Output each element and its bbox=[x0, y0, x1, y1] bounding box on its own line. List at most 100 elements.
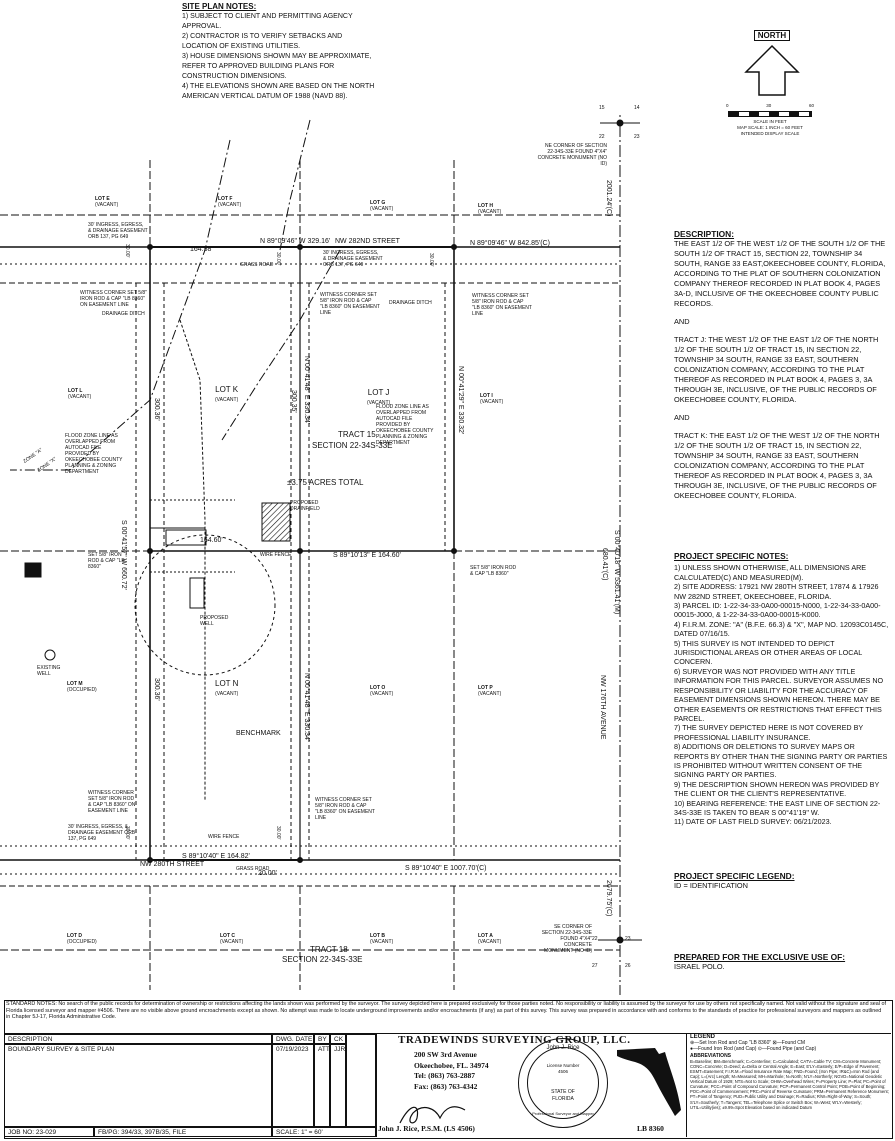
easement-note: 30' INGRESS, EGRESS, & DRAINAGE EASEMENT… bbox=[68, 824, 136, 842]
signer-name: John J. Rice, P.S.M. (LS 4506) bbox=[378, 1124, 475, 1133]
row-description: BOUNDARY SURVEY & SITE PLAN bbox=[4, 1044, 272, 1127]
lot-label: LOT N(VACANT) bbox=[215, 679, 239, 697]
bearing-label: N 00°41'29" E 330.32' bbox=[457, 366, 464, 435]
dimension-label: 300.35' bbox=[290, 390, 297, 413]
dimension-label: 2679.75'(C) bbox=[605, 880, 612, 917]
witness-note: WITNESS CORNER SET 5/8" IRON ROD & CAP "… bbox=[472, 293, 532, 317]
drainage-ditch-line bbox=[179, 319, 206, 800]
company-address: 200 SW 3rd Avenue Okeechobee, FL. 34974 … bbox=[414, 1050, 489, 1091]
dimension-label: 164.58' bbox=[190, 246, 213, 253]
acres-label: ±3.75 ACRES TOTAL bbox=[287, 478, 364, 487]
lot-label: LOT A(VACANT) bbox=[478, 933, 502, 945]
easement-note: 30' INGRESS, EGRESS, & DRAINAGE EASEMENT… bbox=[88, 222, 148, 240]
flood-zone-note: FLOOD ZONE LINE AS OVERLAPPED FROM AUTOC… bbox=[65, 433, 123, 475]
corner-note: SE CORNER OF SECTION 22-34S-33E FOUND 4"… bbox=[541, 924, 592, 954]
fb-pg: FB/PG: 394/33, 397B/35, FILE bbox=[94, 1127, 272, 1137]
drainfield-rect bbox=[261, 502, 291, 542]
witness-note: WITNESS CORNER SET 5/8" IRON ROD & CAP "… bbox=[320, 292, 380, 316]
dimension-label: 30.00' bbox=[428, 253, 434, 267]
row-ck: JJR bbox=[330, 1044, 346, 1127]
flood-zone-line bbox=[221, 249, 341, 441]
lot-label: LOT L(VACANT) bbox=[68, 388, 92, 400]
tract-label: TRACT 18 bbox=[310, 945, 348, 954]
north-arrow-icon bbox=[744, 44, 800, 96]
standard-notes: STANDARD NOTES: No search of the public … bbox=[6, 1001, 886, 1021]
bearing-label: S 89°10'13" E 164.60' bbox=[333, 552, 401, 559]
drainfield-label: PROPOSED DRAINFIELD bbox=[290, 500, 320, 512]
description-title: DESCRIPTION: bbox=[674, 229, 735, 239]
note-line: CONSTRUCTION DIMENSIONS. bbox=[182, 73, 287, 80]
witness-note: WITNESS CORNER SET 5/8" IRON ROD & CAP "… bbox=[80, 290, 147, 308]
flood-zone-line bbox=[279, 119, 311, 251]
description-paragraph: AND bbox=[674, 317, 690, 326]
dimension-label: 2001.24'(C) bbox=[605, 180, 612, 217]
project-legend: PROJECT SPECIFIC LEGEND: ID = IDENTIFICA… bbox=[674, 871, 889, 891]
note-line: 4) THE ELEVATIONS SHOWN ARE BASED ON THE… bbox=[182, 83, 375, 90]
legend-block: LEGEND ⊕—Set Iron Rod and Cap "LB 8360" … bbox=[690, 1034, 890, 1110]
north-label: NORTH bbox=[753, 30, 791, 41]
project-note: 1) UNLESS SHOWN OTHERWISE, ALL DIMENSION… bbox=[674, 563, 867, 582]
note-line: 3) HOUSE DIMENSIONS SHOWN MAY BE APPROXI… bbox=[182, 53, 372, 60]
existing-well-marker bbox=[44, 649, 56, 661]
section-number: 15 bbox=[599, 105, 605, 111]
witness-note: WITNESS CORNER SET 5/8" IRON ROD & CAP "… bbox=[88, 790, 136, 814]
row-by: ATT bbox=[314, 1044, 330, 1127]
florida-map-icon bbox=[617, 1048, 681, 1116]
project-note: 2) SITE ADDRESS: 17921 NW 280TH STREET, … bbox=[674, 582, 879, 601]
legend-line: ⊕—Set Iron Rod and Cap "LB 8360" ⊠—Found… bbox=[690, 1040, 806, 1047]
easement-note: 30' INGRESS, EGRESS, & DRAINAGE EASEMENT… bbox=[323, 250, 383, 268]
lot-label: LOT J(VACANT) bbox=[367, 388, 391, 406]
signature-graphic bbox=[399, 1106, 466, 1124]
well-radius-circle bbox=[134, 534, 276, 676]
scale-text: MAP SCALE: 1 INCH = 60 FEET bbox=[737, 125, 803, 130]
divider bbox=[686, 1034, 687, 1137]
benchmark-label: BENCHMARK bbox=[236, 730, 281, 737]
lot-label: LOT K(VACANT) bbox=[215, 385, 239, 403]
legend-title: LEGEND bbox=[690, 1034, 716, 1040]
grass-road-label: GRASS ROAD bbox=[236, 866, 270, 872]
project-notes-title: PROJECT SPECIFIC NOTES: bbox=[674, 551, 789, 561]
col-ck: CK bbox=[330, 1034, 346, 1044]
description-paragraph: AND bbox=[674, 413, 690, 422]
note-line: AMERICAN VERTICAL DATUM OF 1988 (NAVD 88… bbox=[182, 93, 348, 100]
corner-note: NE CORNER OF SECTION 22-34S-33E FOUND 4"… bbox=[537, 143, 607, 167]
scale-tick: 0 bbox=[726, 103, 729, 108]
surveyor-seal: John J. Rice License Number 4506 STATE O… bbox=[518, 1038, 608, 1128]
bearing-label: N 00°41'48" E 330.34' bbox=[303, 673, 310, 742]
legend-line: B=Baseline; BM=Benchmark; C=Centerline; … bbox=[690, 1058, 889, 1110]
description-block: DESCRIPTION: THE EAST 1/2 OF THE WEST 1/… bbox=[674, 229, 889, 509]
prepared-name: ISRAEL POLO. bbox=[674, 962, 725, 971]
scale-bar: 0 30 60 SCALE IN FEET MAP SCALE: 1 INCH … bbox=[720, 103, 820, 137]
description-paragraph: THE EAST 1/2 OF THE WEST 1/2 OF THE SOUT… bbox=[674, 239, 886, 308]
proposed-structure-rect bbox=[189, 577, 205, 609]
section-number: 14 bbox=[634, 105, 640, 111]
site-plan-notes: SITE PLAN NOTES: 1) SUBJECT TO CLIENT AN… bbox=[182, 2, 432, 102]
divider bbox=[4, 1033, 891, 1034]
col-description: DESCRIPTION bbox=[4, 1034, 272, 1044]
dimension-label: 300.36' bbox=[153, 398, 160, 421]
proposed-building-rect bbox=[165, 529, 207, 546]
lot-label: LOT I(VACANT) bbox=[480, 393, 504, 405]
lot-label: LOT G(VACANT) bbox=[370, 200, 394, 212]
street-label: NW 176TH AVENUE bbox=[599, 675, 606, 740]
witness-note: WITNESS CORNER SET 5/8" IRON ROD & CAP "… bbox=[315, 797, 375, 821]
project-legend-title: PROJECT SPECIFIC LEGEND: bbox=[674, 871, 795, 881]
street-label: NW 280TH STREET bbox=[140, 861, 205, 868]
tract-label: TRACT 15 bbox=[338, 430, 376, 439]
wire-fence-label: WIRE FENCE bbox=[208, 834, 240, 840]
section-number: 27 bbox=[592, 963, 598, 969]
section-label: SECTION 22-34S-33E bbox=[312, 441, 393, 450]
dimension-label: 30.00' bbox=[124, 244, 130, 258]
note-line: 1) SUBJECT TO CLIENT AND PERMITTING AGEN… bbox=[182, 13, 353, 20]
project-note: 11) DATE OF LAST FIELD SURVEY: 06/21/202… bbox=[674, 817, 832, 827]
project-note: 8) ADDITIONS OR DELETIONS TO SURVEY MAPS… bbox=[674, 742, 888, 780]
section-number: 22 bbox=[592, 936, 598, 942]
dimension-label: 164.60' bbox=[200, 537, 223, 544]
project-note: 3) PARCEL ID: 1-22-34-33-0A00-00015-N000… bbox=[674, 601, 881, 620]
col-dwg-date: DWG. DATE bbox=[272, 1034, 314, 1044]
scale-text: SCALE IN FEET bbox=[753, 119, 787, 124]
section-number: 23 bbox=[625, 936, 631, 942]
prepared-title: PREPARED FOR THE EXCLUSIVE USE OF: bbox=[674, 952, 846, 962]
note-line: APPROVAL. bbox=[182, 23, 222, 30]
scale-cell: SCALE: 1" = 60' bbox=[272, 1127, 376, 1137]
